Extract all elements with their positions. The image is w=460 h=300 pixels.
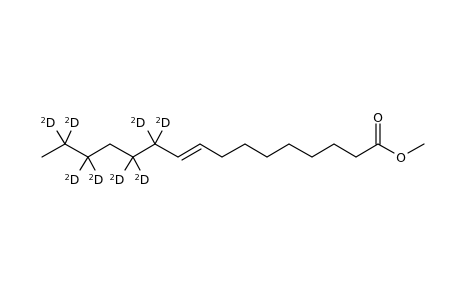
deuterium-labels: 2D 2D 2D 2D 2D 2D 2D 2D (41, 115, 171, 187)
bond-c13-d-left (147, 130, 156, 145)
deuterium-label: 2D (131, 115, 146, 130)
bond-c16-d-left (79, 156, 89, 171)
ester-oxygen-label: O (396, 150, 406, 165)
bond-oester-methyl (407, 143, 425, 154)
bond-c13-c12 (154, 143, 179, 158)
deuterium-label: 2D (65, 115, 80, 130)
bond-c4-c3 (355, 143, 379, 158)
bond-c17-c16 (64, 143, 89, 158)
carbon-backbone (41, 143, 379, 161)
bond-c17-d-left (56, 130, 66, 145)
bond-c16-d-right (87, 156, 96, 171)
deuterium-label: 2D (110, 172, 125, 187)
bond-c-oester (377, 143, 395, 154)
bond-c9-c8 (244, 143, 268, 158)
bond-c10-c9 (221, 143, 246, 158)
deuterium-bonds (56, 130, 163, 171)
bond-c8-c7 (266, 143, 290, 158)
bond-c12-c11-double-inner (181, 148, 202, 161)
bond-c13-d-right (154, 130, 163, 145)
bond-c18-c17 (41, 143, 66, 158)
deuterium-label: 2D (89, 172, 104, 187)
bond-c16-c15 (87, 143, 111, 158)
deuterium-label: 2D (65, 172, 80, 187)
ester-group: O O (373, 110, 425, 165)
bond-c11-c10 (199, 143, 223, 158)
deuterium-label: 2D (135, 172, 150, 187)
bond-c17-d-right (64, 130, 72, 145)
deuterium-label: 2D (156, 115, 171, 130)
bond-c15-c14 (109, 143, 134, 158)
deuterium-label: 2D (41, 115, 56, 130)
bond-c14-d-left (124, 156, 134, 171)
bond-c14-c13 (132, 143, 156, 158)
bond-c12-c11-double-outer (177, 143, 201, 158)
bond-c7-c6 (288, 143, 313, 158)
carbonyl-oxygen-label: O (373, 110, 383, 125)
bond-c5-c4 (333, 143, 357, 158)
bond-c14-d-right (132, 156, 141, 171)
bond-c6-c5 (311, 143, 335, 158)
